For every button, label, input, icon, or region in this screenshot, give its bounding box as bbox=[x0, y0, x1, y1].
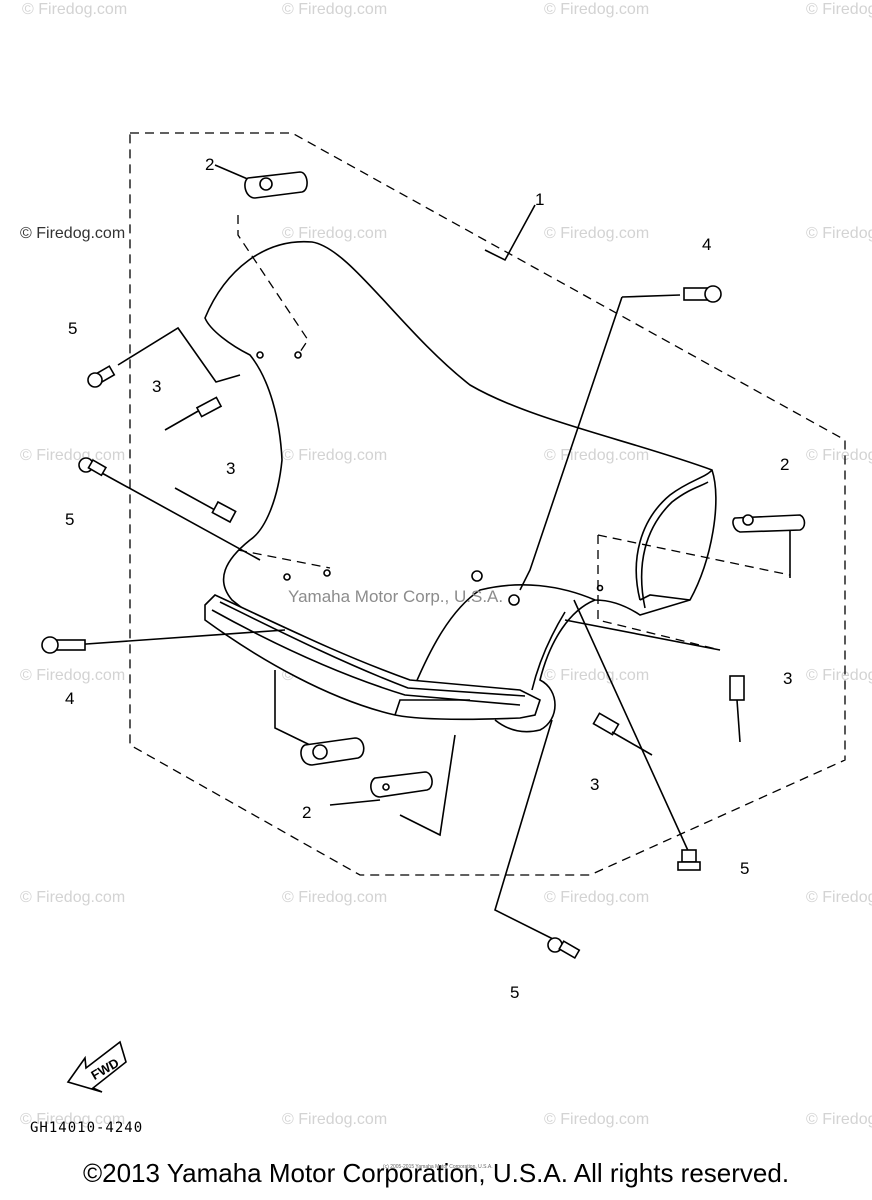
callout-3: 3 bbox=[590, 775, 599, 794]
cowling-body bbox=[204, 240, 717, 733]
rivet-hole bbox=[323, 569, 331, 577]
watermark: © Firedog.com bbox=[544, 889, 649, 906]
callout-2: 2 bbox=[780, 455, 789, 474]
callout-4: 4 bbox=[702, 235, 711, 254]
part-2-bracket-bottom-left bbox=[300, 737, 365, 766]
callout-1: 1 bbox=[535, 190, 544, 209]
part-5-screw-d bbox=[547, 937, 581, 960]
guide-line bbox=[237, 549, 331, 569]
rivet-hole bbox=[283, 573, 291, 581]
part-4-bolt-left bbox=[41, 636, 86, 654]
guide-line bbox=[237, 215, 309, 353]
part-4-bolt-top bbox=[683, 285, 722, 303]
watermark: © Firedog.com bbox=[20, 225, 125, 242]
part-3-rivet-c bbox=[729, 675, 745, 743]
callout-5: 5 bbox=[68, 319, 77, 338]
watermark: © Firedog.com bbox=[20, 1111, 125, 1128]
part-2-bracket-right bbox=[732, 514, 806, 533]
forward-direction-arrow: FWD bbox=[66, 1040, 127, 1093]
tiny-copyright-note: (c) 2005-2015 Yamaha Motor Corporation, … bbox=[383, 1164, 493, 1170]
callout-5: 5 bbox=[740, 859, 749, 878]
callout-5: 5 bbox=[510, 983, 519, 1002]
callout-3: 3 bbox=[226, 459, 235, 478]
watermark: © Firedog.com bbox=[282, 225, 387, 242]
part-5-screw-b bbox=[78, 457, 108, 477]
watermark: © Firedog.com bbox=[806, 225, 872, 242]
watermark: © Firedog.com bbox=[806, 1, 872, 18]
copyright-footer: ©2013 Yamaha Motor Corporation, U.S.A. A… bbox=[82, 1158, 790, 1188]
watermark: © Firedog.com bbox=[544, 447, 649, 464]
part-5-screw-c bbox=[677, 849, 701, 871]
part-2-bracket-bottom-right bbox=[370, 771, 433, 798]
rivet-hole bbox=[256, 351, 264, 359]
diagram-code: GH14010-4240 bbox=[30, 1120, 143, 1136]
callout-2: 2 bbox=[205, 155, 214, 174]
watermark: © Firedog.com bbox=[806, 889, 872, 906]
watermark: © Firedog.com bbox=[544, 225, 649, 242]
callout-3: 3 bbox=[152, 377, 161, 396]
guide-line bbox=[597, 534, 791, 576]
assembly-boundary bbox=[129, 132, 846, 876]
watermark: © Firedog.com bbox=[544, 1, 649, 18]
grommet-hole bbox=[508, 594, 520, 606]
part-3-rivet-a bbox=[164, 396, 223, 431]
callout-2: 2 bbox=[302, 803, 311, 822]
watermark: © Firedog.com bbox=[544, 667, 649, 684]
watermark: © Firedog.com bbox=[282, 1, 387, 18]
rivet-hole bbox=[294, 351, 302, 359]
center-watermark: Yamaha Motor Corp., U.S.A. bbox=[288, 587, 503, 606]
grommet-hole bbox=[471, 570, 483, 582]
part-3-rivet-b bbox=[174, 487, 237, 524]
watermark: © Firedog.com bbox=[806, 667, 872, 684]
part-2-bracket-top bbox=[244, 171, 308, 199]
callout-3: 3 bbox=[783, 669, 792, 688]
watermark: © Firedog.com bbox=[806, 1111, 872, 1128]
watermark: © Firedog.com bbox=[282, 1111, 387, 1128]
callout-5: 5 bbox=[65, 510, 74, 529]
watermark: © Firedog.com bbox=[22, 1, 127, 18]
part-5-screw-a bbox=[87, 365, 116, 388]
watermark: © Firedog.com bbox=[806, 447, 872, 464]
watermark: © Firedog.com bbox=[20, 447, 125, 464]
callout-4: 4 bbox=[65, 689, 74, 708]
part-3-rivet-d bbox=[592, 712, 653, 756]
watermark: © Firedog.com bbox=[20, 667, 125, 684]
watermark-layer: © Firedog.com © Firedog.com © Firedog.co… bbox=[20, 1, 872, 1128]
watermark: © Firedog.com bbox=[282, 447, 387, 464]
guide-line bbox=[597, 535, 721, 651]
watermark: © Firedog.com bbox=[20, 889, 125, 906]
leader-lines bbox=[71, 164, 791, 946]
watermark: © Firedog.com bbox=[544, 1111, 649, 1128]
watermark: © Firedog.com bbox=[282, 889, 387, 906]
